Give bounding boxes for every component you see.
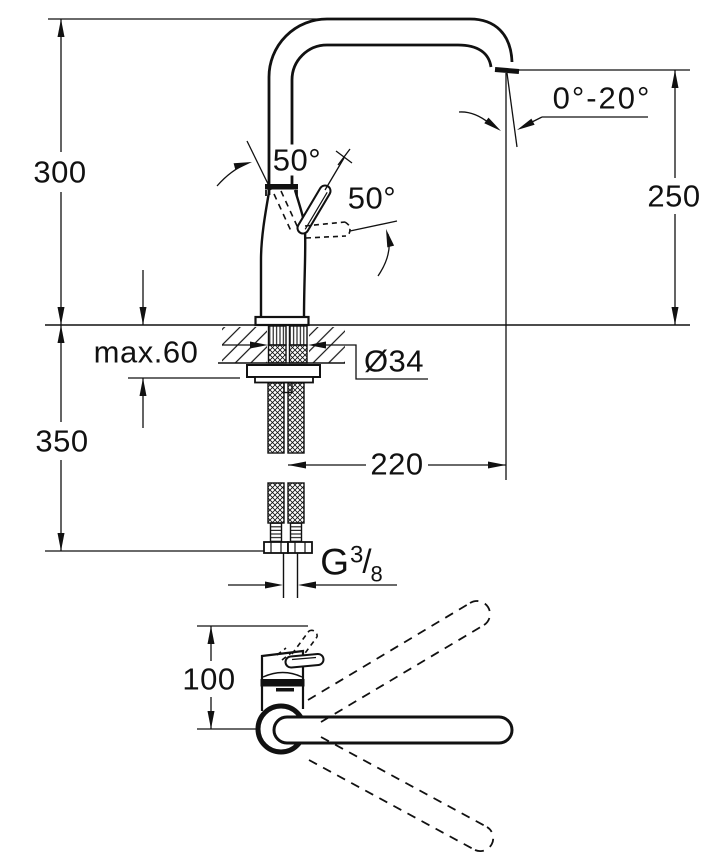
lever-axis-extension	[324, 148, 353, 191]
dim-350	[57, 325, 65, 551]
hidden-cartridge-lines	[273, 190, 299, 232]
dim-max60	[139, 270, 147, 428]
dim-300-label: 300	[33, 154, 87, 190]
spout-front	[267, 17, 520, 195]
handle-lever-front	[296, 184, 332, 235]
dimension-linework	[45, 18, 690, 730]
dim-handle-swing-angle-arrow	[377, 229, 395, 277]
dim-250	[671, 70, 679, 325]
swivel-spout-dashed-range	[307, 600, 495, 852]
body-front	[254, 184, 310, 327]
dim-max60-label: max.60	[93, 334, 199, 370]
hose-connector-nuts	[263, 541, 313, 554]
dim-thread	[228, 581, 397, 589]
dashed-lever-axis-extension	[349, 220, 398, 232]
top-view-lever	[284, 653, 325, 669]
front-view	[45, 17, 690, 598]
thread-numerator: 3	[350, 541, 364, 569]
top-view	[255, 600, 514, 852]
dim-hole-diameter	[222, 341, 428, 380]
dim-350-label: 350	[35, 423, 89, 459]
dim-50-swing-label: 50°	[345, 180, 399, 216]
thread-slash: /	[362, 542, 372, 580]
thread-g: G	[320, 541, 349, 583]
top-view-body	[260, 649, 305, 711]
aerator-tip	[494, 67, 520, 74]
dim-100-label: 100	[182, 661, 236, 697]
swivel-spout-solid	[255, 703, 514, 755]
dim-diameter-label: Ø34	[363, 343, 425, 379]
dim-300	[57, 19, 65, 325]
dim-100	[207, 626, 215, 729]
spray-angle-line	[506, 72, 518, 148]
dim-handle-open-angle-arrow	[216, 162, 252, 187]
extension-lines	[45, 18, 690, 730]
dim-thread-label: G3/8	[320, 541, 384, 585]
supply-hoses	[263, 382, 313, 598]
dim-50-open-label: 50°	[270, 142, 324, 178]
dim-220	[288, 461, 506, 469]
dim-250-label: 250	[647, 178, 701, 214]
dim-220-label: 220	[370, 446, 424, 482]
thread-denominator: 8	[370, 561, 383, 587]
handle-angle-ref-line	[246, 140, 272, 191]
supply-pipe	[282, 553, 299, 598]
dim-0-20-label: 0°-20°	[552, 80, 652, 116]
handle-lever-dashed	[304, 221, 351, 239]
dim-aerator-angle-arrows	[458, 111, 648, 131]
